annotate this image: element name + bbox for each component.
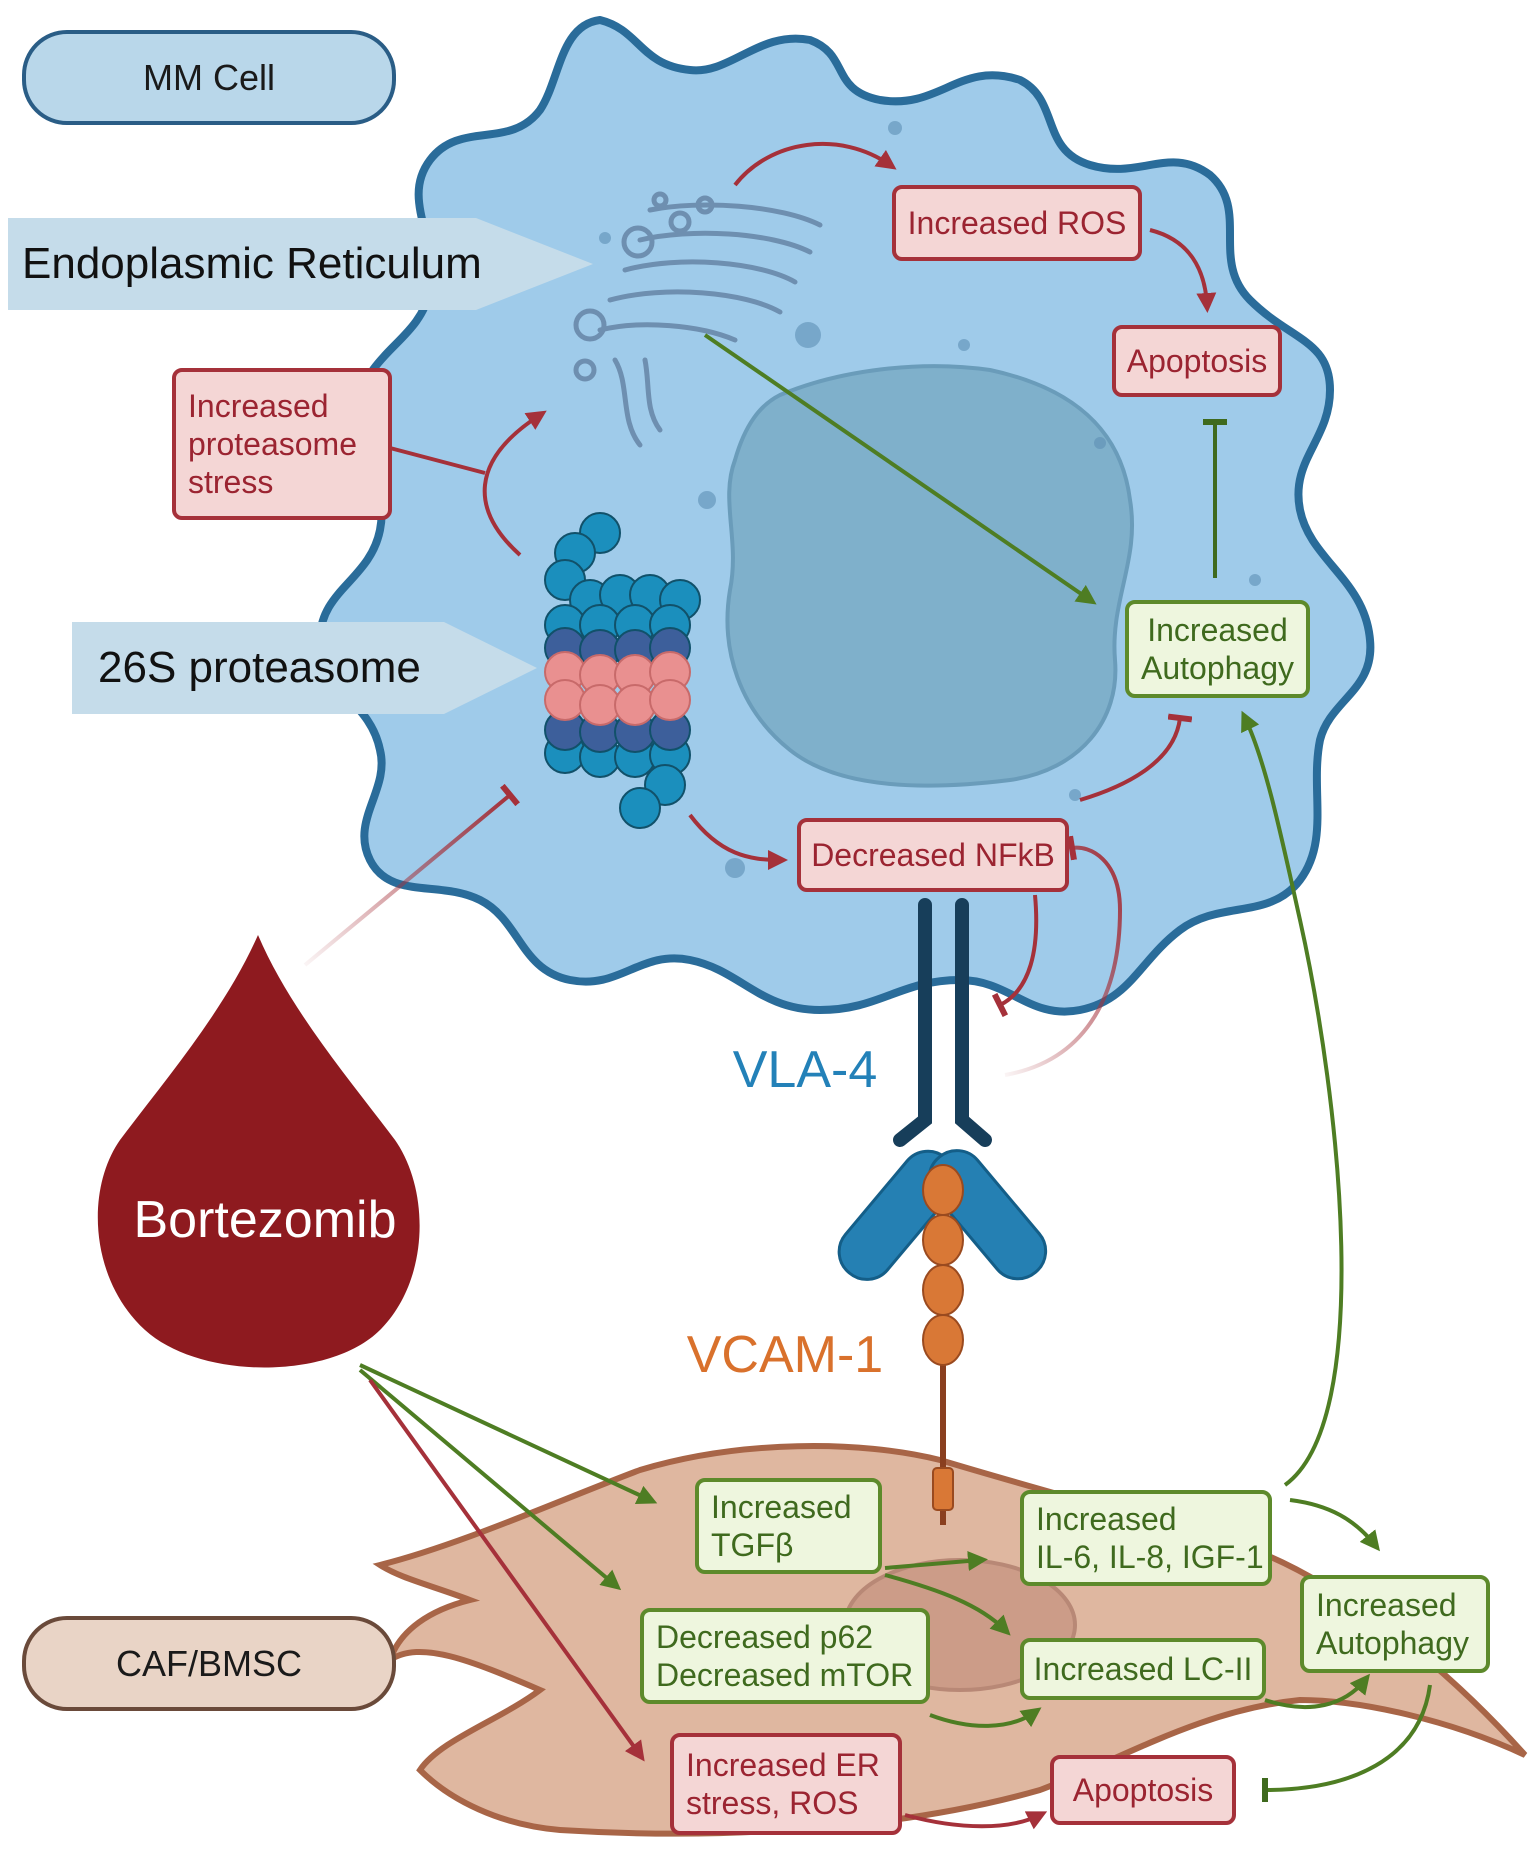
vcam1-receptor-icon xyxy=(922,1164,964,1525)
box-increased-ros: Increased ROS xyxy=(892,185,1142,261)
box-decreased-nfkb: Decreased NFkB xyxy=(797,818,1069,892)
arrow-tgfb-lc2 xyxy=(884,1573,1011,1636)
inhibit-autophagy-apoptosis-caf xyxy=(1261,1684,1432,1803)
box-mm-increased-autophagy: Increased Autophagy xyxy=(1125,600,1310,698)
box-increased-lc2: Increased LC-II xyxy=(1020,1638,1266,1700)
endoplasmic-reticulum-icon xyxy=(573,191,823,448)
arrow-il-autophagy xyxy=(1289,1498,1380,1552)
mm-arrows xyxy=(303,142,1227,1077)
box-increased-er-stress: Increased ER stress, ROS xyxy=(670,1733,902,1835)
mm-nucleus xyxy=(725,364,1135,788)
arrow-bortezomib-er-stress xyxy=(368,1378,645,1762)
inhibit-bortezomib-proteasome xyxy=(303,783,520,967)
bortezomib-drop xyxy=(97,935,420,1368)
inhibit-nfkb-vla4 xyxy=(991,894,1039,1018)
arrow-er-to-autophagy xyxy=(703,333,1097,605)
box-caf-apoptosis: Apoptosis xyxy=(1050,1755,1236,1825)
inhibit-vla4-nfkb xyxy=(1004,835,1123,1077)
legend-caf-bmsc: CAF/BMSC xyxy=(22,1616,396,1711)
arrow-lc2-autophagy xyxy=(1264,1673,1371,1709)
arrow-bortezomib-p62 xyxy=(358,1368,622,1591)
arrow-ros-to-apoptosis xyxy=(1149,228,1217,313)
inhibit-nfkb-autophagy xyxy=(1079,713,1193,802)
arrow-er-stress-apoptosis xyxy=(904,1811,1048,1830)
label-vcam1: VCAM-1 xyxy=(686,1326,884,1384)
arrow-tgfb-il xyxy=(884,1551,988,1571)
legend-mm-cell: MM Cell xyxy=(22,30,396,125)
arrow-bortezomib-tgfb xyxy=(359,1363,658,1505)
connector-stress-label xyxy=(389,446,486,475)
box-increased-tgfb: Increased TGFβ xyxy=(695,1478,882,1574)
proteasome-icon xyxy=(544,512,701,829)
box-mm-apoptosis: Apoptosis xyxy=(1112,325,1282,397)
arrow-p62-lc2 xyxy=(929,1707,1042,1728)
box-caf-increased-autophagy: Increased Autophagy xyxy=(1300,1575,1490,1673)
pointer-26s-proteasome: 26S proteasome xyxy=(72,622,537,714)
arrow-proteasome-to-er xyxy=(482,410,547,557)
label-vla4: VLA-4 xyxy=(732,1041,878,1099)
pointer-endoplasmic-reticulum: Endoplasmic Reticulum xyxy=(8,218,593,310)
arrow-proteasome-to-nfkb xyxy=(688,813,788,870)
caf-arrows xyxy=(358,710,1432,1830)
box-proteasome-stress: Increased proteasome stress xyxy=(172,368,392,520)
arrow-il-mm-autophagy xyxy=(1241,710,1344,1487)
label-bortezomib: Bortezomib xyxy=(133,1191,397,1249)
box-decreased-p62-mtor: Decreased p62 Decreased mTOR xyxy=(640,1608,930,1704)
arrow-er-to-ros xyxy=(733,142,897,187)
box-increased-il: Increased IL-6, IL-8, IGF-1 xyxy=(1020,1490,1272,1586)
